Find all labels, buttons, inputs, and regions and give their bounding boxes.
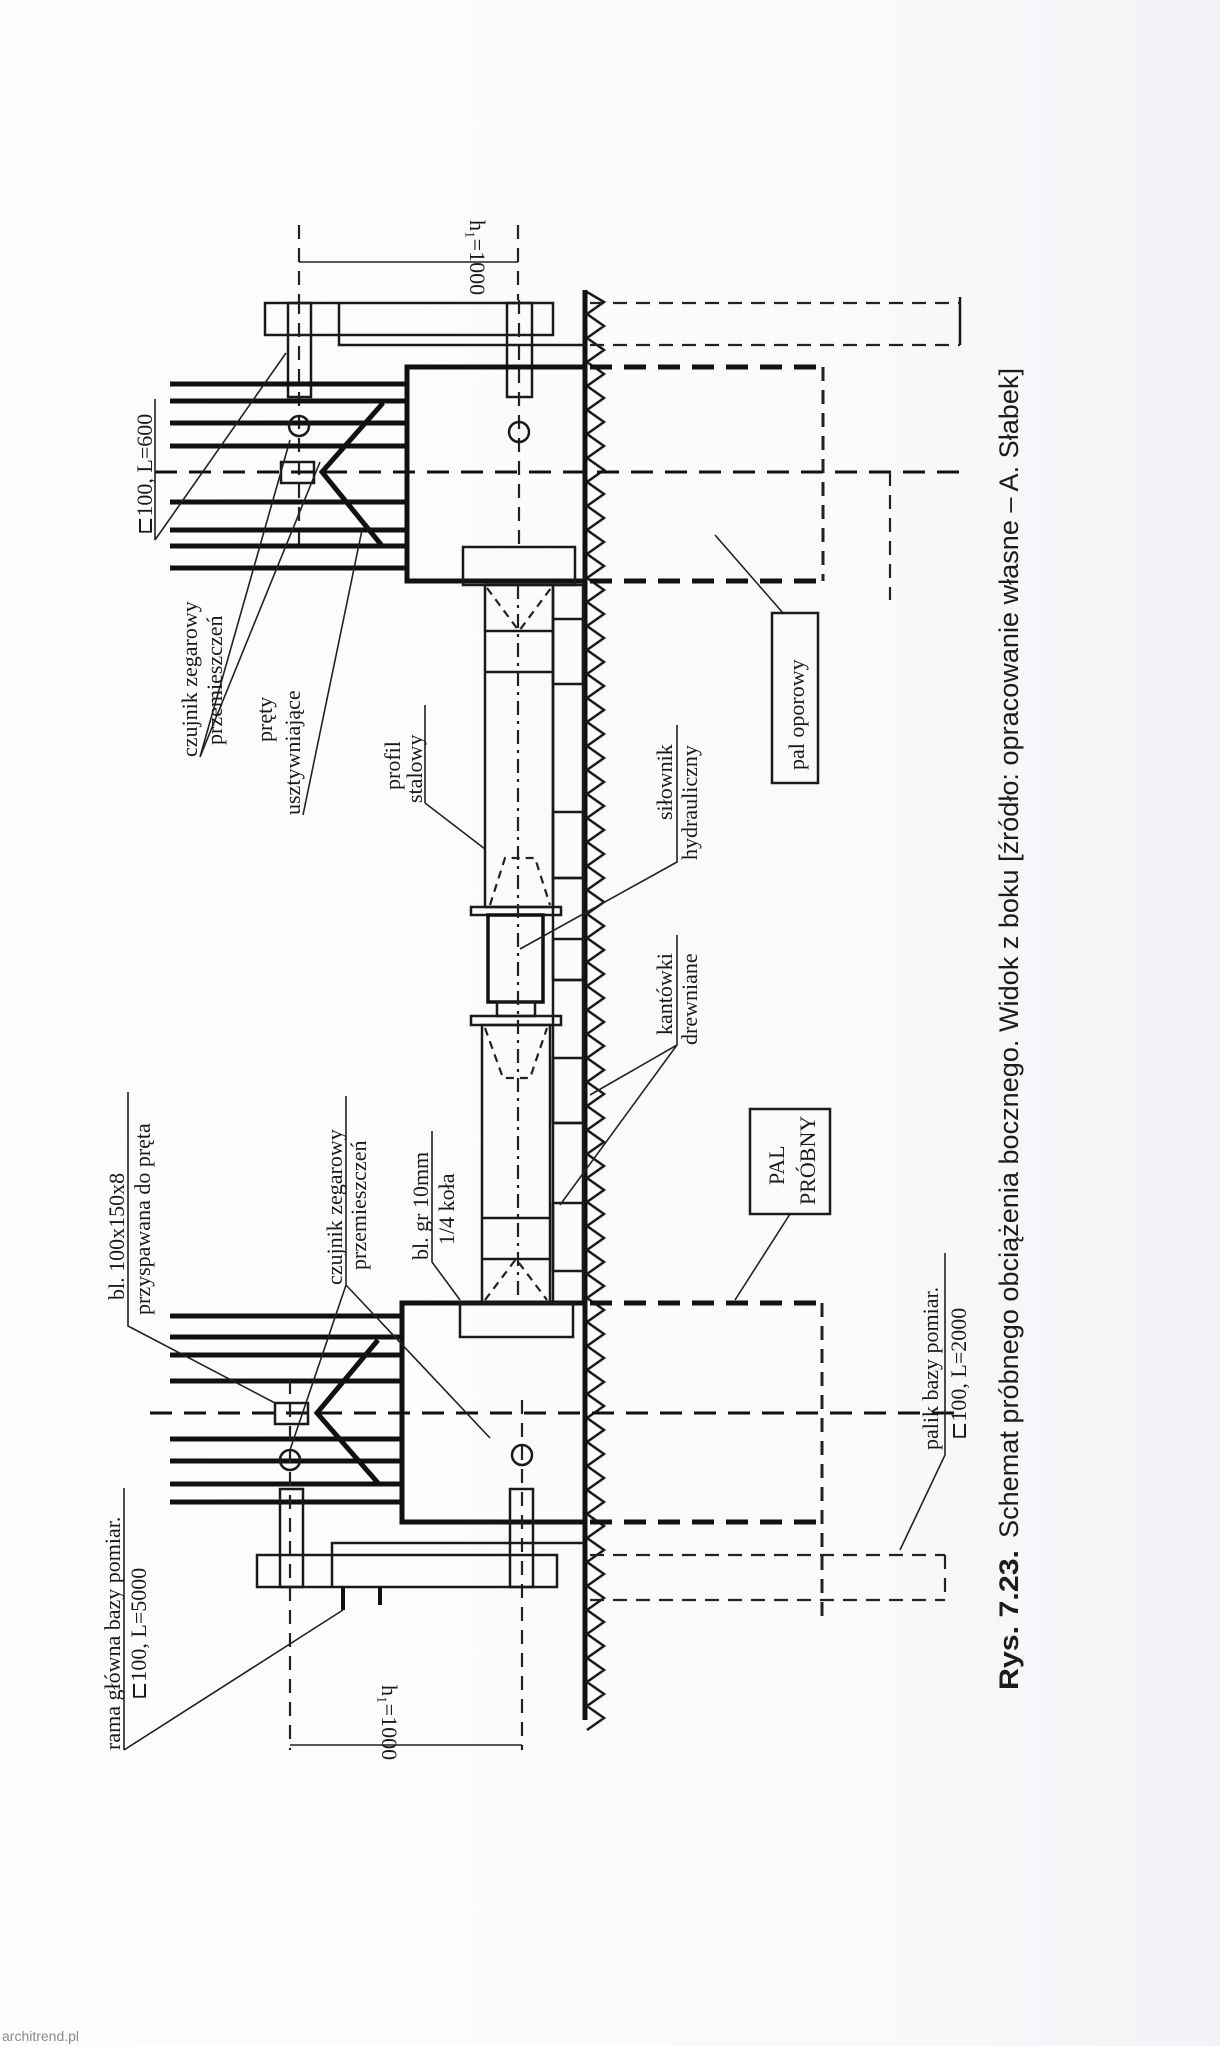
label-cylinder-2: hydrauliczny <box>677 745 702 860</box>
steel-profile-lower <box>480 1023 552 1304</box>
label-gauge-right-1: czujnik zegarowy <box>177 601 202 757</box>
label-test-pile-2: PRÓBNY <box>795 1116 820 1205</box>
label-bl10-1: bl. gr 10mm <box>408 1152 433 1260</box>
stiffening-rods-right <box>318 401 385 549</box>
dial-gauge-icon <box>510 1443 534 1467</box>
dial-gauge-icon <box>287 414 311 438</box>
label-bl10-2: 1/4 koła <box>434 1173 459 1245</box>
label-reaction-pile: pal oporowy <box>784 659 809 770</box>
label-gauge-left-1: czujnik zegarowy <box>322 1129 347 1285</box>
rods-left <box>170 1313 402 1505</box>
test-pile-assembly <box>150 1300 960 1750</box>
test-pile-box <box>748 1107 832 1216</box>
welded-plate-left <box>273 1401 310 1426</box>
hydraulic-cylinder <box>486 913 545 1004</box>
label-test-pile-1: PAL <box>764 1145 789 1185</box>
label-plate-2: przyspawana do pręta <box>130 1123 155 1315</box>
label-frame-2: ⊏100, L=5000 <box>126 1568 151 1700</box>
label-profile-2: stalowy <box>402 735 427 803</box>
load-plate-left <box>458 1301 575 1339</box>
label-dimension-right: h₁=1000 <box>465 220 490 295</box>
label-dimension-left: h₁=1000 <box>377 1685 402 1760</box>
label-cylinder-1: siłownik <box>652 744 677 820</box>
label-base-pile-2: ⊏100, L=2000 <box>946 1308 971 1440</box>
figure-caption: Rys. 7.23. Schemat próbnego obciążenia b… <box>994 368 1024 1690</box>
measuring-beam-right <box>263 301 555 337</box>
measuring-beam-left <box>255 1553 559 1589</box>
label-blocks-1: kantówki <box>652 953 677 1035</box>
label-channel-600: ⊏100, L=600 <box>132 414 157 535</box>
reaction-pile-assembly <box>155 225 962 600</box>
labels: ⊏100, L=600 czujnik zegarowy przemieszcz… <box>100 220 971 1760</box>
jack-assembly <box>469 583 585 1304</box>
label-rods-1: pręty <box>252 697 277 742</box>
pile-cap-right <box>404 364 588 584</box>
label-gauge-right-2: przemieszczeń <box>202 616 227 745</box>
label-profile-1: profil <box>380 741 405 790</box>
leader-lines <box>123 352 946 1751</box>
caption-text: Schemat próbnego obciążenia bocznego. Wi… <box>994 368 1024 1538</box>
label-gauge-left-2: przemieszczeń <box>346 1141 371 1270</box>
ground-hatching <box>584 290 607 1732</box>
label-blocks-2: drewniane <box>677 953 702 1045</box>
label-plate-1: bl. 100x150x8 <box>104 1173 129 1300</box>
caption-number: Rys. 7.23. <box>994 1550 1024 1690</box>
watermark: architrend.pl <box>2 2028 80 2044</box>
dial-gauge-icon <box>507 420 531 444</box>
label-frame-1: rama główna bazy pomiar. <box>100 1517 125 1750</box>
reaction-pile-box <box>770 611 820 785</box>
label-base-pile-1: palik bazy pomiar. <box>918 1287 943 1450</box>
stiffening-rods-left <box>313 1338 380 1485</box>
label-rods-2: usztywniające <box>280 690 305 815</box>
